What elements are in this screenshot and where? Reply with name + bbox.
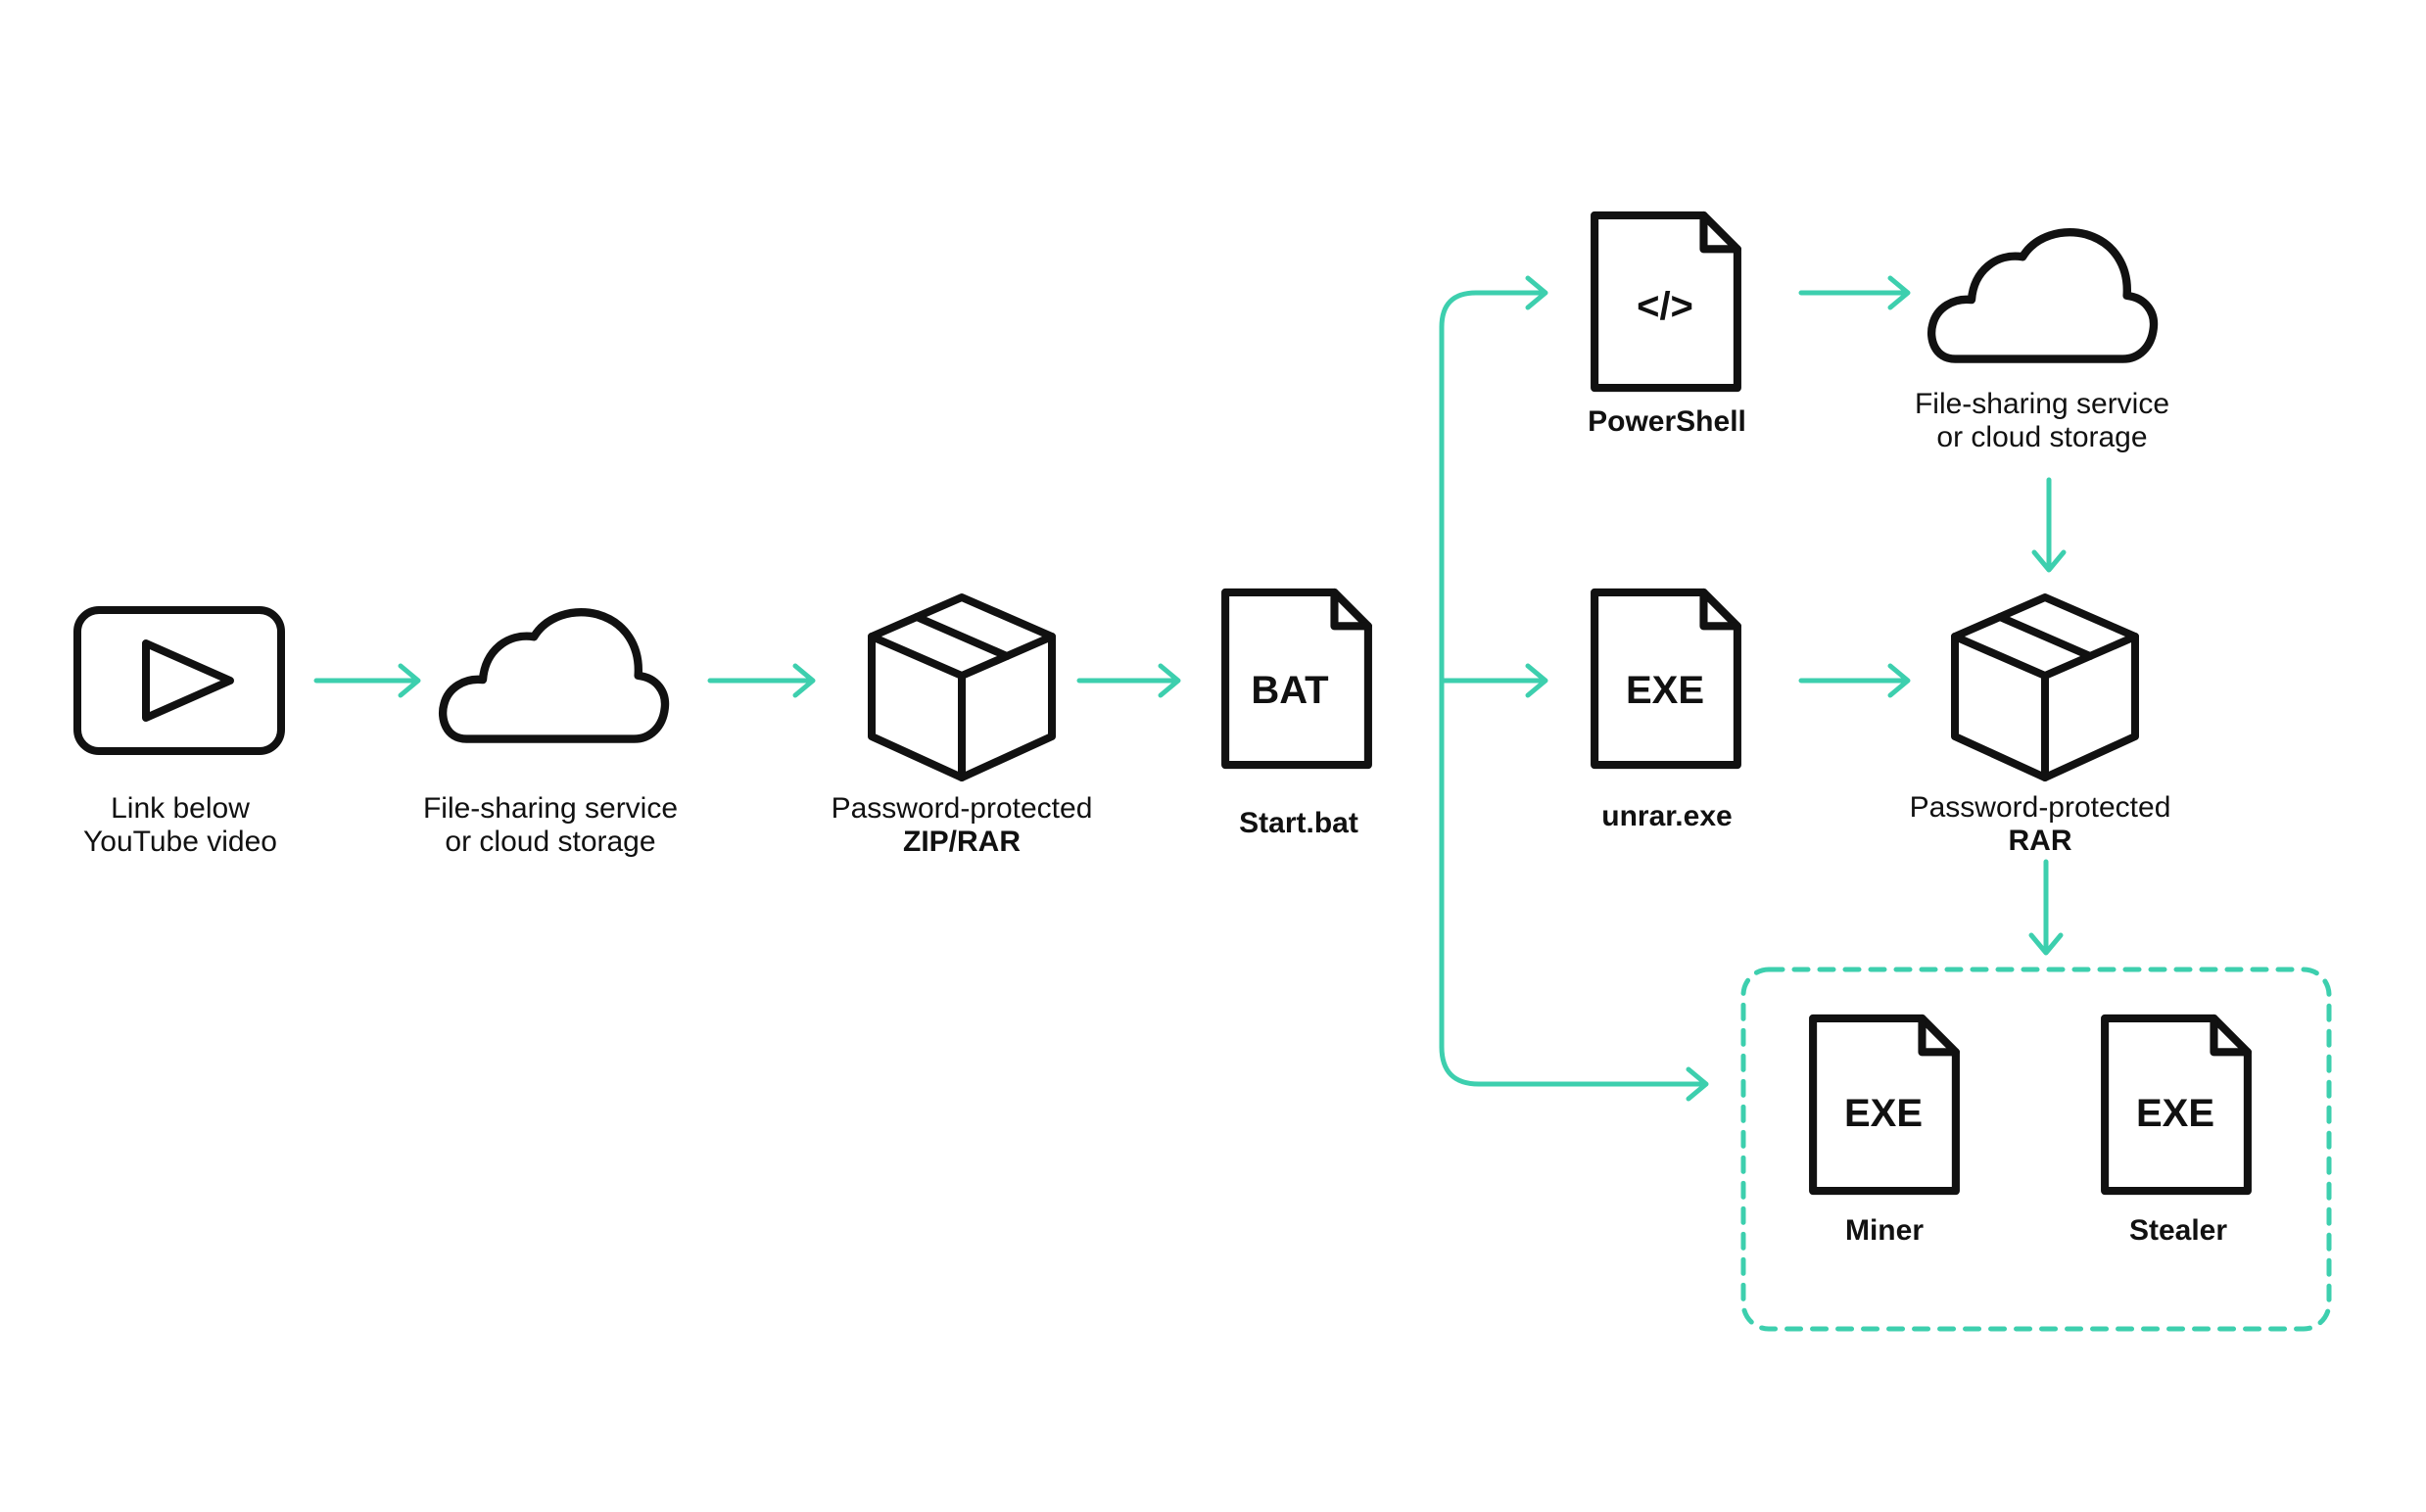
cloud-icon [1931,232,2154,358]
cloud2-label-line1: File-sharing service [1915,388,2169,420]
node-miner-exe: EXE Miner [1813,1018,1956,1247]
package-icon [1955,597,2135,778]
flow-connectors [313,275,2332,1332]
play-triangle [142,639,234,722]
node-start-bat: BAT Start.bat [1225,592,1368,839]
node-youtube-link: Link below YouTube video [73,606,285,858]
node-unrar-exe: EXE unrar.exe [1594,592,1737,832]
zip-label-line2: ZIP/RAR [903,826,1021,858]
youtube-label-line1: Link below [111,792,250,825]
unrar-file-tag: EXE [1626,669,1704,712]
miner-label: Miner [1845,1214,1924,1247]
node-powershell: </> PowerShell [1588,215,1746,438]
powershell-label: PowerShell [1588,405,1746,438]
node-rar-archive: Password-protected RAR [1910,597,2171,857]
unrar-label: unrar.exe [1601,800,1732,832]
play-video-icon [73,606,285,755]
rar-label-line1: Password-protected [1910,791,2171,824]
youtube-label-line2: YouTube video [83,826,277,858]
arrow-cloud-to-zip [707,663,816,698]
rar-label-line2: RAR [2009,825,2072,857]
arrow-bat-to-payloads [1439,1044,1709,1102]
miner-file-tag: EXE [1844,1092,1923,1135]
node-cloud-storage-2: File-sharing service or cloud storage [1915,232,2169,453]
stealer-label: Stealer [2129,1214,2227,1247]
arrow-rar-to-payloads [2028,859,2064,956]
arrow-powershell-to-cloud [1798,275,1911,310]
node-zip-rar-archive: Password-protected ZIP/RAR [832,597,1093,858]
arrow-cloud-to-rar [2031,477,2067,573]
branch-trunk [1439,275,1548,1050]
arrow-bat-to-unrar [1439,663,1548,698]
arrow-unrar-to-rar [1798,663,1911,698]
package-icon [872,597,1052,778]
powershell-file-tag: </> [1637,285,1693,328]
arrow-youtube-to-cloud [313,663,421,698]
arrow-zip-to-bat [1076,663,1181,698]
bat-label: Start.bat [1239,807,1358,839]
node-cloud-storage-1: File-sharing service or cloud storage [423,612,678,858]
cloud-icon [443,612,665,738]
bat-file-tag: BAT [1251,669,1328,712]
cloud1-label-line2: or cloud storage [445,826,655,858]
node-stealer-exe: EXE Stealer [2105,1018,2248,1247]
payload-group-frame [1740,967,2332,1332]
zip-label-line1: Password-protected [832,792,1093,825]
cloud1-label-line1: File-sharing service [423,792,678,825]
stealer-file-tag: EXE [2136,1092,2214,1135]
cloud2-label-line2: or cloud storage [1936,421,2147,453]
